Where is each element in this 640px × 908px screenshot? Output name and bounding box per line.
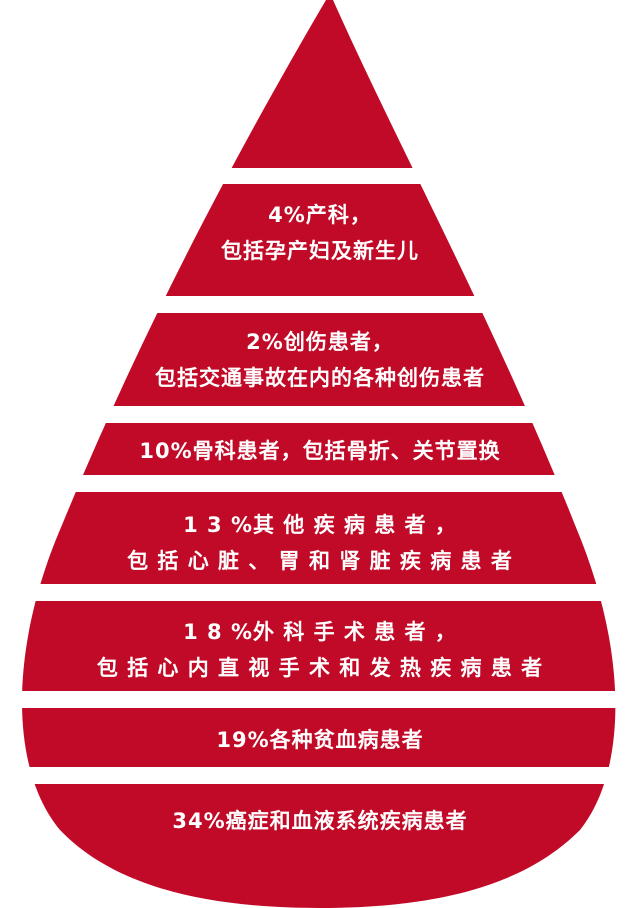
orthopedics-line-1: 10%骨科患者，包括骨折、关节置换 <box>139 439 501 463</box>
surgery-label: 1 8 %外 科 手 术 患 者 ， 包 括 心 内 直 视 手 术 和 发 热… <box>0 614 640 686</box>
trauma-line-1: 2%创伤患者， <box>246 330 394 354</box>
anemia-label: 19%各种贫血病患者 <box>0 722 640 758</box>
band-anemia <box>22 708 616 767</box>
surgery-line-2: 包 括 心 内 直 视 手 术 和 发 热 疾 病 患 者 <box>96 656 544 680</box>
band-other-diseases <box>22 492 616 584</box>
other-diseases-label: 1 3 %其 他 疾 病 患 者 ， 包 括 心 脏 、 胃 和 肾 脏 疾 病… <box>0 507 640 579</box>
other-diseases-line-2: 包 括 心 脏 、 胃 和 肾 脏 疾 病 患 者 <box>127 549 513 573</box>
orthopedics-label: 10%骨科患者，包括骨折、关节置换 <box>0 433 640 469</box>
band-tip <box>22 0 616 168</box>
obstetrics-label: 4%产科， 包括孕产妇及新生儿 <box>0 197 640 269</box>
obstetrics-line-2: 包括孕产妇及新生儿 <box>221 239 419 263</box>
cancer-label: 34%癌症和血液系统疾病患者 <box>0 803 640 839</box>
surgery-line-1: 1 8 %外 科 手 术 患 者 ， <box>183 620 457 644</box>
band-orthopedics <box>22 423 616 475</box>
cancer-line-1: 34%癌症和血液系统疾病患者 <box>172 809 468 833</box>
band-surgery <box>22 601 616 691</box>
trauma-label: 2%创伤患者， 包括交通事故在内的各种创伤患者 <box>0 324 640 396</box>
obstetrics-line-1: 4%产科， <box>268 203 372 227</box>
other-diseases-line-1: 1 3 %其 他 疾 病 患 者 ， <box>183 513 457 537</box>
trauma-line-2: 包括交通事故在内的各种创伤患者 <box>155 366 485 390</box>
anemia-line-1: 19%各种贫血病患者 <box>216 728 424 752</box>
